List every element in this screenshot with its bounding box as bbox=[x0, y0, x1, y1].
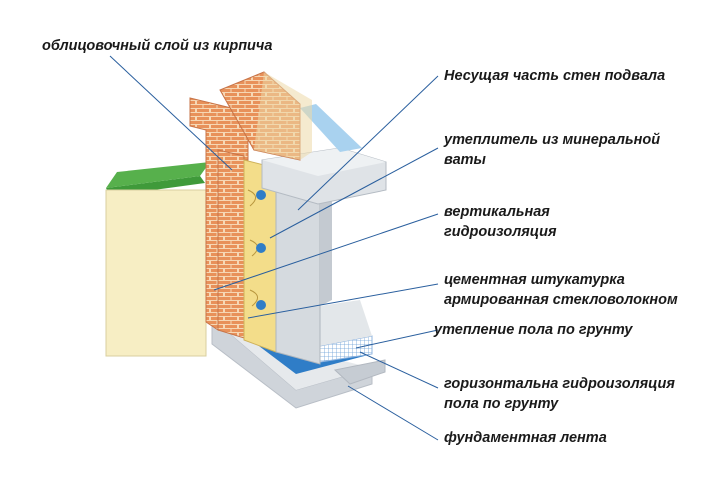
label-plaster: цементная штукатурка армированная стекло… bbox=[444, 272, 678, 308]
label-vertical-waterproofing: вертикальная гидроизоляция bbox=[444, 204, 557, 240]
label-foundation: фундаментная лента bbox=[444, 430, 607, 446]
leader-foundation bbox=[347, 385, 439, 441]
leader-insulation bbox=[269, 147, 439, 239]
leader-plaster bbox=[247, 283, 439, 319]
label-bearing-wall: Несущая часть стен подвала bbox=[444, 68, 666, 84]
label-insulation: утеплитель из минеральной ваты bbox=[444, 132, 661, 168]
label-horizontal-waterproofing: горизонтальна гидроизоляция пола по грун… bbox=[444, 376, 675, 412]
soil-block bbox=[105, 162, 210, 357]
leader-horizontal-waterproofing bbox=[359, 351, 439, 389]
leader-brick-facing bbox=[109, 55, 233, 171]
leader-bearing-wall bbox=[297, 75, 439, 211]
label-floor-insulation: утепление пола по грунту bbox=[434, 322, 633, 338]
leader-floor-insulation bbox=[355, 329, 439, 349]
top-brick-block bbox=[219, 71, 312, 161]
label-brick-facing: облицовочный слой из кирпича bbox=[42, 38, 273, 54]
leader-vertical-waterproofing bbox=[213, 213, 439, 291]
floor-insulation-slab bbox=[319, 300, 373, 363]
